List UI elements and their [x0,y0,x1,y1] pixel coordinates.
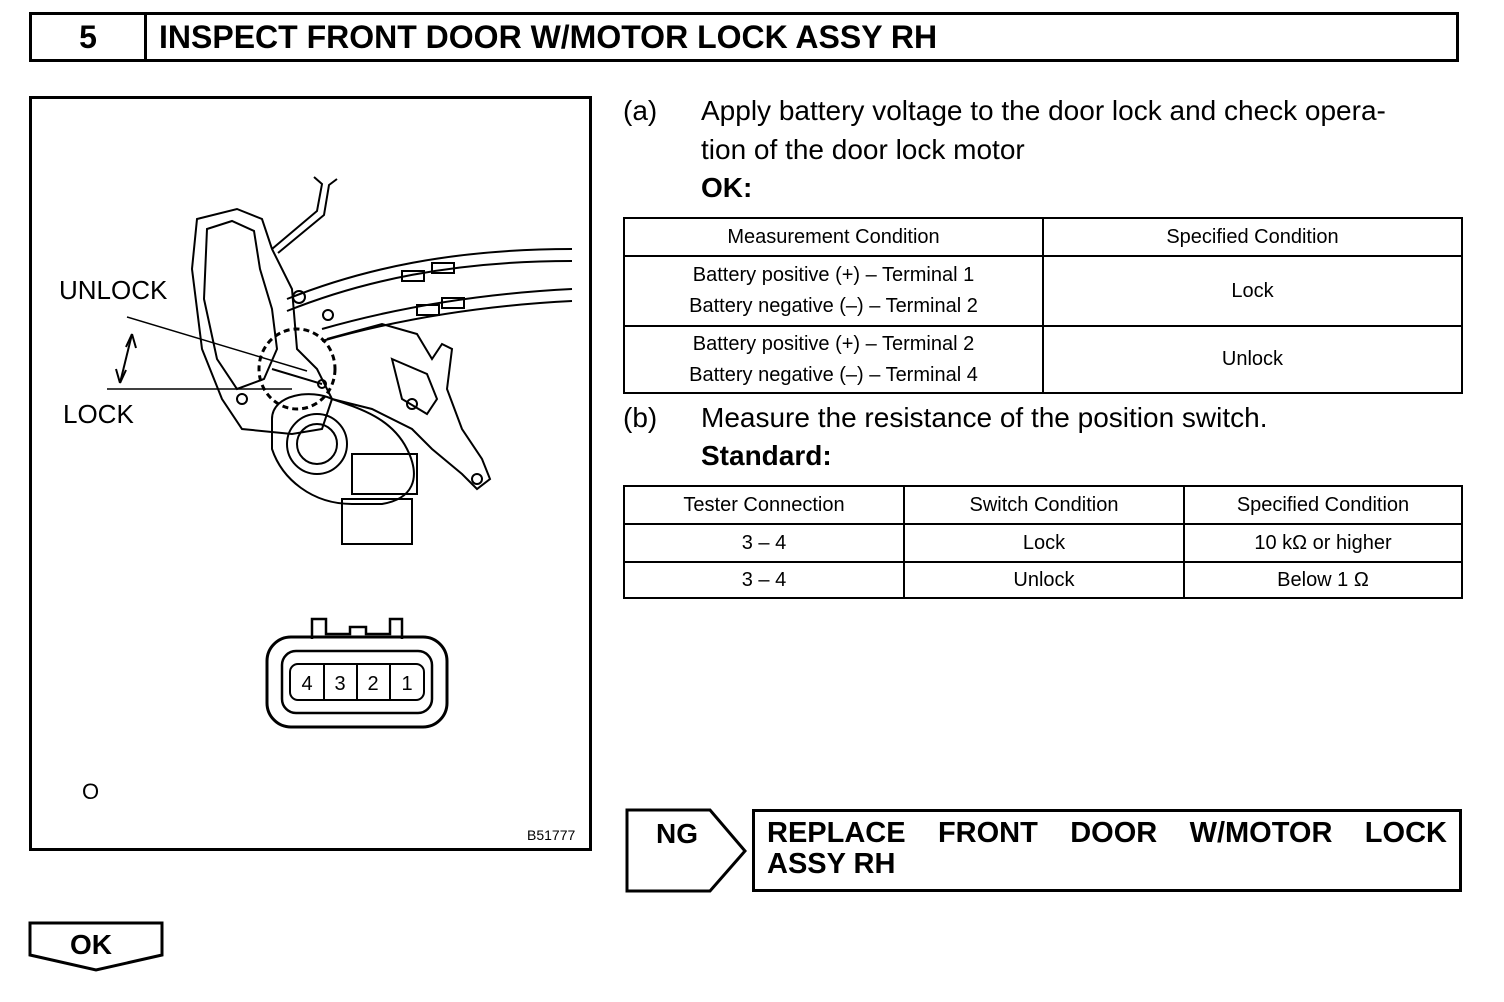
table-row: 3 – 4 Unlock Below 1 Ω [623,561,1463,599]
step-a-marker: (a) [623,95,658,126]
table-cell: Below 1 Ω [1183,561,1463,599]
table-header-row: Measurement Condition Specified Conditio… [623,217,1463,257]
table-cell: Lock [1042,255,1463,327]
connector-pin-2: 2 [367,673,378,695]
connector-pin-3: 3 [334,673,345,695]
condition-line: Battery positive (+) – Terminal 2 [692,332,975,355]
motor-operation-table: Measurement Condition Specified Conditio… [623,217,1463,394]
ok-result-label: OK [70,929,112,960]
table-header: Switch Condition [903,485,1185,525]
ng-action-word: LOCK [1364,817,1447,849]
table-row: 3 – 4 Lock 10 kΩ or higher [623,523,1463,563]
ng-action-line2: ASSY RH [767,848,896,880]
step-b-instruction: (b) Measure the resistance of the positi… [623,398,1463,438]
ng-action-word: DOOR [1070,817,1158,849]
ng-action-word: REPLACE [767,817,906,849]
connector-pin-1: 1 [401,673,412,695]
condition-line: Battery negative (–) – Terminal 4 [689,363,978,386]
table-cell: Unlock [903,561,1185,599]
table-cell: 3 – 4 [623,561,905,599]
ng-action-word: W/MOTOR [1189,817,1333,849]
table-cell: Lock [903,523,1185,563]
condition-line: Battery positive (+) – Terminal 1 [692,264,975,286]
table-cell: Unlock [1042,325,1463,394]
table-row: Battery positive (+) – Terminal 1 Batter… [623,255,1463,327]
table-header: Specified Condition [1183,485,1463,525]
step-b-marker: (b) [623,402,658,433]
condition-line: Battery negative (–) – Terminal 2 [689,295,978,317]
step-a-instruction: (a) Apply battery voltage to the door lo… [623,91,1463,171]
door-lock-illustration: 4 3 2 1 UNLOCK LOCK O B51777 [29,96,592,851]
table-header: Specified Condition [1042,217,1463,257]
step-a-line1: Apply battery voltage to the door lock a… [701,95,1386,126]
table-header: Tester Connection [623,485,905,525]
ok-spec-label: OK: [701,172,753,203]
table-header: Measurement Condition [623,217,1044,257]
figure-marker-o: O [82,779,100,804]
step-a-line2: tion of the door lock motor [701,134,1025,165]
table-cell: 3 – 4 [623,523,905,563]
standard-label: Standard: [701,440,832,471]
step-number: 5 [32,15,147,59]
table-cell: 10 kΩ or higher [1183,523,1463,563]
table-row: Battery positive (+) – Terminal 2 Batter… [623,325,1463,394]
position-switch-table: Tester Connection Switch Condition Speci… [623,485,1463,599]
step-b-line1: Measure the resistance of the position s… [701,402,1268,433]
ng-action-word: FRONT [937,817,1038,849]
ng-action-box: REPLACE FRONT DOOR W/MOTOR LOCK ASSY RH [752,809,1462,892]
table-cell: Battery positive (+) – Terminal 2 Batter… [623,325,1044,394]
step-title: INSPECT FRONT DOOR W/MOTOR LOCK ASSY RH [159,18,938,55]
ok-arrow-icon [28,921,164,972]
ng-arrow-icon [625,808,747,893]
lock-label: LOCK [63,399,134,429]
ng-action-line1: REPLACE FRONT DOOR W/MOTOR LOCK [767,818,1447,849]
ng-label: NG [656,818,698,849]
connector-pin-4: 4 [301,673,312,695]
table-cell: Battery positive (+) – Terminal 1 Batter… [623,255,1044,327]
unlock-label: UNLOCK [59,275,168,305]
door-lock-drawing: 4 3 2 1 [107,176,573,729]
table-header-row: Tester Connection Switch Condition Speci… [623,485,1463,525]
step-header: 5 INSPECT FRONT DOOR W/MOTOR LOCK ASSY R… [29,12,1459,62]
figure-code: B51777 [527,827,576,843]
